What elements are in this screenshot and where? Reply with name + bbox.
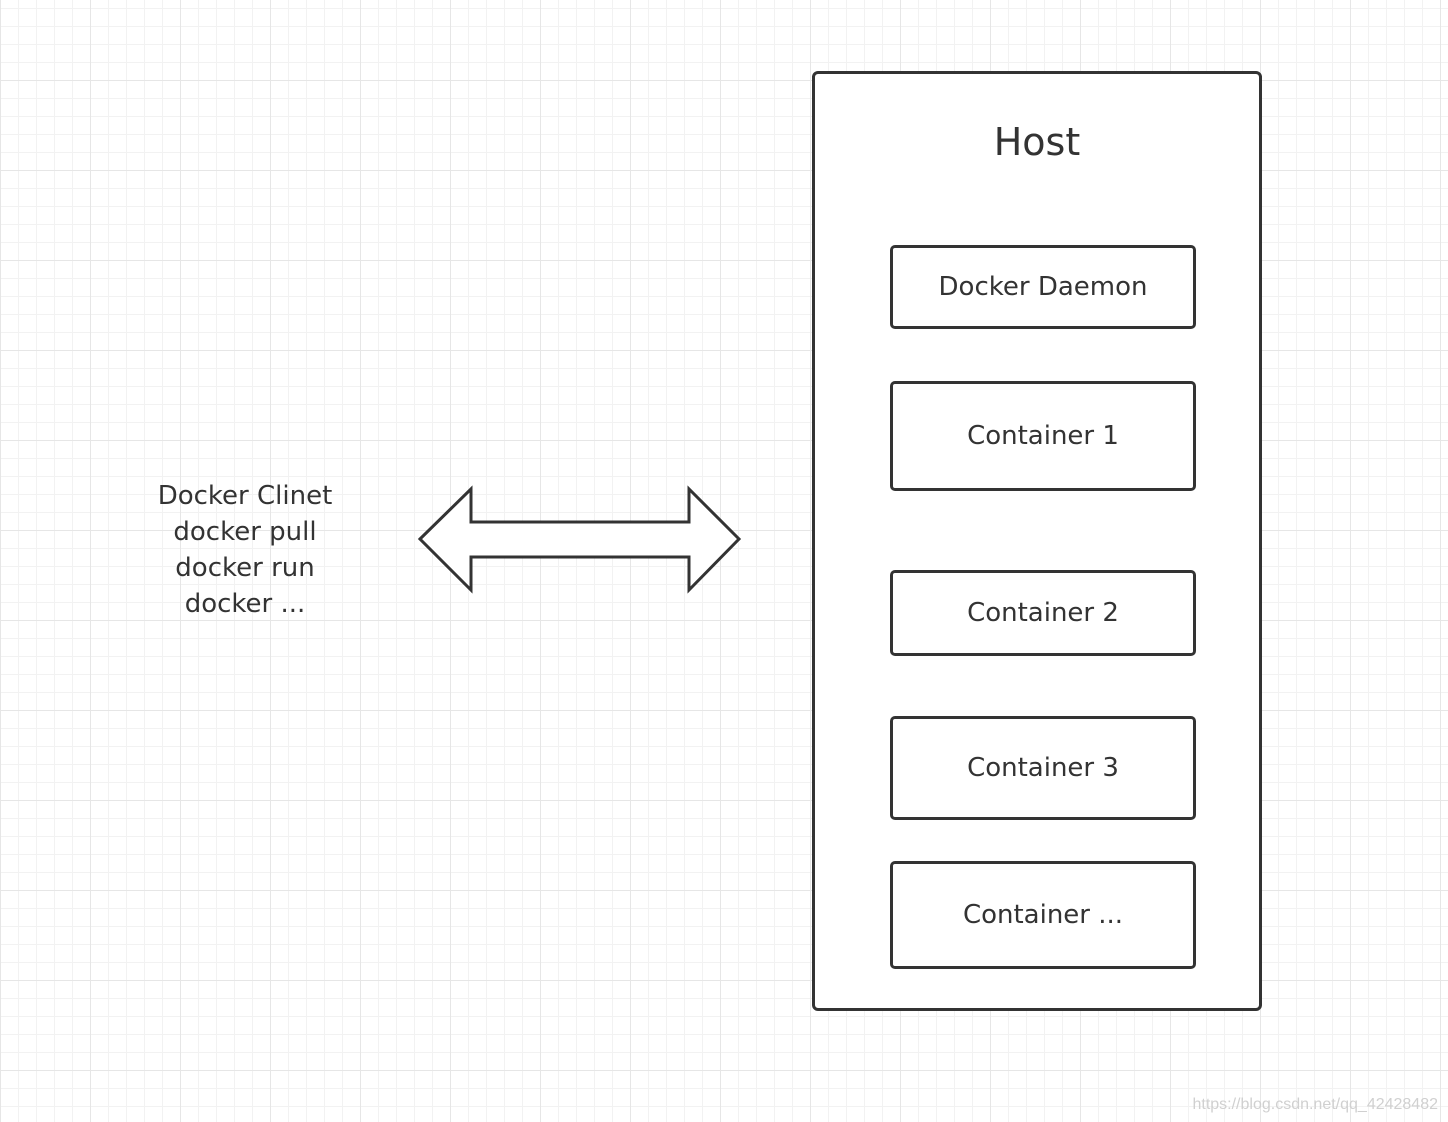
docker-daemon-label: Docker Daemon bbox=[938, 272, 1148, 302]
container-2-label: Container 2 bbox=[967, 598, 1119, 628]
container-more-label: Container ... bbox=[962, 900, 1124, 930]
client-line-run: docker run bbox=[175, 553, 315, 583]
container-more-box: Container ... bbox=[890, 861, 1196, 969]
client-line-pull: docker pull bbox=[173, 517, 317, 547]
container-3-label: Container 3 bbox=[967, 753, 1119, 783]
double-arrow-shape bbox=[417, 485, 742, 594]
client-line-more: docker ... bbox=[184, 589, 306, 619]
container-2-box: Container 2 bbox=[890, 570, 1196, 656]
host-title: Host bbox=[993, 120, 1081, 164]
container-3-box: Container 3 bbox=[890, 716, 1196, 820]
docker-daemon-box: Docker Daemon bbox=[890, 245, 1196, 329]
watermark-text: https://blog.csdn.net/qq_42428482 bbox=[1192, 1096, 1438, 1113]
host-container: Host bbox=[812, 71, 1262, 1011]
client-line-title: Docker Clinet bbox=[157, 481, 333, 511]
container-1-box: Container 1 bbox=[890, 381, 1196, 491]
docker-client-label: Docker Clinet docker pull docker run doc… bbox=[130, 478, 360, 622]
container-1-label: Container 1 bbox=[967, 421, 1119, 451]
